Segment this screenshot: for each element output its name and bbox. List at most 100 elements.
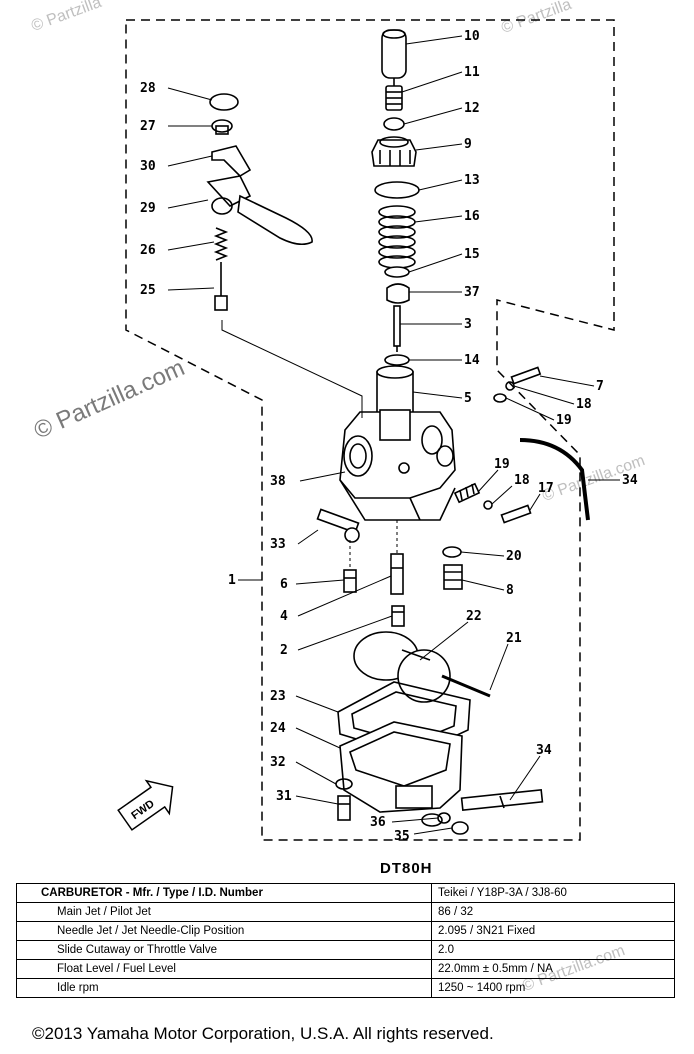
- carburetor-body: [339, 409, 456, 521]
- callout-37: 37: [464, 285, 480, 300]
- spec-row-label: Idle rpm: [16, 978, 432, 998]
- callout-38: 38: [270, 474, 286, 489]
- part-17-screw-lower: [500, 504, 532, 524]
- callout-36: 36: [370, 815, 386, 830]
- assembly-boundary: [125, 19, 615, 841]
- leader-lines: [167, 35, 620, 835]
- spec-row-value: 86 / 32: [431, 902, 675, 922]
- part-33-bolt: [316, 508, 360, 543]
- callout-16: 16: [464, 209, 480, 224]
- part-2-pilot-jet: [391, 605, 405, 627]
- part-15-seat: [384, 266, 410, 278]
- part-34-tube-lower: [460, 788, 544, 812]
- callout-22: 22: [466, 609, 482, 624]
- spec-row-value: 22.0mm ± 0.5mm / NA: [431, 959, 675, 979]
- callout-29: 29: [140, 201, 156, 216]
- callout-18-upper: 18: [576, 397, 592, 412]
- callout-32: 32: [270, 755, 286, 770]
- part-20-washer: [442, 546, 462, 558]
- part-35-plug: [451, 821, 469, 835]
- callout-numbers: 10 11 12 9 13 16 15 37 3 1 4 5 7 18 19 19…: [140, 29, 638, 844]
- spec-row: CARBURETOR - Mfr. / Type / I.D. Number T…: [16, 883, 675, 903]
- part-16-spring: [378, 205, 416, 269]
- spec-row-label: Float Level / Fuel Level: [16, 959, 432, 979]
- callout-3: 3: [464, 317, 472, 332]
- callout-27: 27: [140, 119, 156, 134]
- callout-28: 28: [140, 81, 156, 96]
- part-26-spring: [213, 227, 229, 261]
- callout-17: 17: [538, 481, 554, 496]
- part-19-spring-upper: [493, 393, 507, 403]
- part-24-float-bowl: [339, 721, 463, 827]
- fwd-arrow-icon: FWD: [117, 779, 174, 831]
- spec-row: Slide Cutaway or Throttle Valve 2.0: [16, 940, 675, 960]
- callout-19-lower: 19: [494, 457, 510, 472]
- callout-30: 30: [140, 159, 156, 174]
- part-4-needle-jet: [390, 553, 404, 595]
- part-23-gasket: [337, 681, 471, 757]
- callout-11: 11: [464, 65, 480, 80]
- callout-24: 24: [270, 721, 286, 736]
- part-30-plate: [211, 145, 252, 178]
- part-31-screw: [337, 795, 351, 821]
- part-34-tube-upper: [519, 438, 590, 521]
- spec-row-value: 1250 ~ 1400 rpm: [431, 978, 675, 998]
- spec-row-label: CARBURETOR - Mfr. / Type / I.D. Number: [16, 883, 432, 903]
- part-6-main-jet: [343, 569, 357, 593]
- part-9-top-cap: [371, 136, 417, 167]
- callout-35: 35: [394, 829, 410, 844]
- spec-row: Float Level / Fuel Level 22.0mm ± 0.5mm …: [16, 959, 675, 979]
- callout-8: 8: [506, 583, 514, 598]
- spec-row-value: 2.0: [431, 940, 675, 960]
- copyright-notice: ©2013 Yamaha Motor Corporation, U.S.A. A…: [32, 1024, 494, 1043]
- spec-row-value: 2.095 / 3N21 Fixed: [431, 921, 675, 941]
- callout-1: 1: [228, 573, 236, 588]
- part-8-plug: [443, 564, 463, 590]
- spec-row: Main Jet / Pilot Jet 86 / 32: [16, 902, 675, 922]
- callout-33: 33: [270, 537, 286, 552]
- callout-18-lower: 18: [514, 473, 530, 488]
- callout-4: 4: [280, 609, 288, 624]
- part-12-nut: [383, 117, 405, 131]
- part-29-lever: [206, 175, 313, 246]
- part-7-screw-upper: [510, 366, 542, 385]
- part-25-pin: [214, 262, 228, 311]
- carburetor-exploded-diagram: FWD: [117, 19, 638, 844]
- callout-26: 26: [140, 243, 156, 258]
- part-10-cap: [381, 29, 407, 88]
- callout-31: 31: [276, 789, 292, 804]
- part-37-retainer: [386, 283, 410, 304]
- part-14-clip: [384, 354, 410, 366]
- callout-34-upper: 34: [622, 473, 638, 488]
- part-18-washer-lower: [483, 500, 493, 510]
- spec-model-title: DT80H: [380, 860, 433, 877]
- part-13-gasket: [374, 181, 420, 199]
- part-21-float-pin: [441, 674, 491, 698]
- callout-6: 6: [280, 577, 288, 592]
- part-28-cap: [209, 93, 239, 111]
- callout-15: 15: [464, 247, 480, 262]
- callout-12: 12: [464, 101, 480, 116]
- spec-row-value: Teikei / Y18P-3A / 3J8-60: [431, 883, 675, 903]
- callout-10: 10: [464, 29, 480, 44]
- callout-25: 25: [140, 283, 156, 298]
- callout-7: 7: [596, 379, 604, 394]
- part-27-nut: [211, 119, 233, 135]
- callout-9: 9: [464, 137, 472, 152]
- spec-row-label: Slide Cutaway or Throttle Valve: [16, 940, 432, 960]
- callout-2: 2: [280, 643, 288, 658]
- spec-row: Needle Jet / Jet Needle-Clip Position 2.…: [16, 921, 675, 941]
- callout-19-upper: 19: [556, 413, 572, 428]
- parts-group: [206, 29, 590, 835]
- linkage-line: [221, 320, 363, 418]
- callout-23: 23: [270, 689, 286, 704]
- callout-5: 5: [464, 391, 472, 406]
- part-11-adjuster: [385, 85, 403, 111]
- part-22-float: [353, 631, 451, 703]
- callout-13: 13: [464, 173, 480, 188]
- spec-row: Idle rpm 1250 ~ 1400 rpm: [16, 978, 675, 998]
- part-19-spring-lower: [453, 482, 481, 504]
- spec-row-label: Needle Jet / Jet Needle-Clip Position: [16, 921, 432, 941]
- callout-21: 21: [506, 631, 522, 646]
- spec-table: CARBURETOR - Mfr. / Type / I.D. Number T…: [16, 883, 675, 998]
